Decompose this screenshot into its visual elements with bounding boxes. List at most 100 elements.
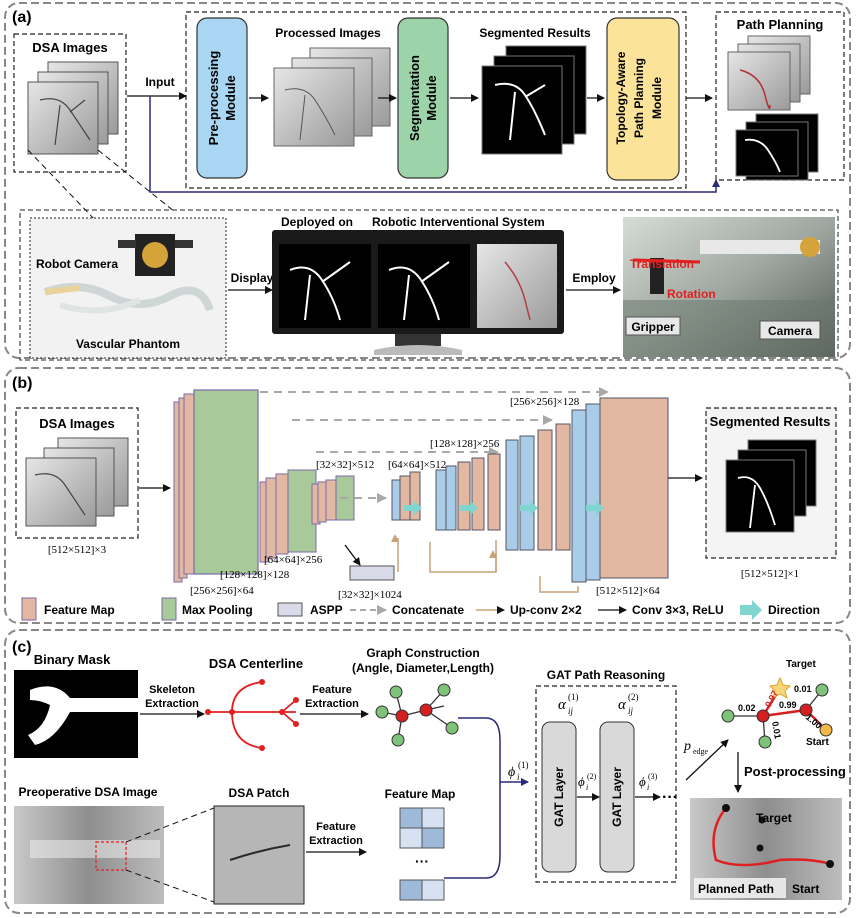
processed-images-title: Processed Images	[275, 26, 381, 40]
gripper-label: Gripper	[631, 320, 675, 334]
legend-aspp-swatch	[277, 602, 303, 617]
feature-extraction1-line2: Extraction	[305, 698, 359, 710]
unet-encoder	[173, 389, 355, 583]
phi-1-sub: i	[517, 772, 520, 782]
segmentation-module	[397, 17, 449, 179]
dim-128-256: [128×128]×256	[430, 438, 500, 450]
graph-construction-line2: (Angle, Diameter,Length)	[352, 661, 494, 675]
direction-arrows	[404, 501, 604, 515]
deployed-on-label: Deployed on	[281, 215, 353, 229]
target-label-graph: Target	[786, 659, 816, 670]
legend-conv: Conv 3×3, ReLU	[632, 603, 724, 617]
dim-32-512: [32×32]×512	[316, 459, 374, 471]
skip-arrow	[149, 96, 720, 193]
dsa-images-title: DSA Images	[32, 40, 107, 55]
legend-feature-map: Feature Map	[44, 603, 115, 617]
path-planning-title: Path Planning	[737, 17, 824, 32]
graph-illustration	[375, 683, 459, 747]
dim-32-1024: [32×32]×1024	[338, 589, 402, 601]
graph-construction-line1: Graph Construction	[366, 646, 479, 660]
preprocessing-module	[196, 17, 248, 179]
dsa-centerline-title: DSA Centerline	[209, 656, 303, 671]
legend-direction-swatch	[740, 600, 762, 620]
pipeline-box	[185, 11, 687, 189]
edge-weight-5: 0.01	[770, 721, 783, 740]
edge-weight-1: 0.02	[738, 703, 756, 713]
vascular-phantom-illustration	[43, 282, 214, 314]
panel-b-label: (b)	[12, 375, 32, 392]
preprocessing-line2: Module	[223, 75, 238, 121]
dsa-images-title-b: DSA Images	[39, 416, 114, 431]
legend: Feature Map Max Pooling ASPP Concatenate…	[21, 597, 820, 621]
panel-c-label: (c)	[12, 639, 32, 656]
target-label-image: Target	[756, 811, 792, 825]
edge-weight-3: 0.01	[794, 684, 812, 694]
binary-mask-title: Binary Mask	[34, 652, 111, 667]
processed-image-stack	[273, 47, 391, 147]
panel-c: (c) Binary Mask Skeleton Extraction DSA …	[4, 629, 851, 914]
alpha-1-symbol: α	[558, 697, 567, 713]
panel-b: (b) DSA Images [512×512]×3 [64×64]×256	[4, 367, 851, 624]
gat-layer-1	[541, 721, 577, 873]
dim-256-128: [256×256]×128	[510, 396, 580, 408]
phi-2-symbol: ϕ	[578, 774, 585, 789]
dsa-images-box-b	[15, 407, 139, 539]
alpha-2-sub: ij	[628, 706, 634, 716]
start-label-image: Start	[792, 882, 819, 896]
dsa-images-box	[13, 33, 127, 173]
phi-3-sub: i	[647, 783, 649, 792]
employ-label: Employ	[572, 271, 616, 285]
display-label: Display	[231, 271, 274, 285]
edge-weight-4: 0.99	[779, 700, 797, 710]
legend-feature-map-swatch	[21, 597, 37, 621]
camera-label: Camera	[768, 324, 812, 338]
legend-aspp: ASPP	[310, 603, 343, 617]
skeleton-line1: Skeleton	[149, 684, 195, 696]
dsa-patch-image	[213, 805, 305, 905]
panel-a-label: (a)	[12, 9, 32, 26]
phi-3-sup: (3)	[648, 772, 658, 781]
binary-mask-image	[14, 670, 140, 758]
vascular-phantom-label: Vascular Phantom	[76, 337, 180, 351]
planned-path-label: Planned Path	[698, 882, 774, 896]
segmentation-line2: Module	[424, 75, 439, 121]
monitor	[272, 230, 564, 355]
dim-64-256: [64×64]×256	[264, 554, 323, 566]
skeleton-line2: Extraction	[145, 698, 199, 710]
phi-3-symbol: ϕ	[639, 774, 646, 789]
segmented-image-stack-b	[725, 439, 817, 533]
ellipsis-label: ···	[662, 789, 678, 806]
centerline-graphic	[205, 679, 299, 751]
robotic-system-label: Robotic Interventional System	[372, 215, 545, 229]
topology-line2: Path Planning	[632, 58, 646, 138]
feature-map-title-c: Feature Map	[385, 787, 456, 801]
topology-line3: Module	[650, 77, 664, 119]
segmented-image-stack	[481, 45, 587, 155]
start-label-graph: Start	[806, 737, 829, 748]
dsa-image-stack-b	[25, 437, 129, 527]
input-label: Input	[145, 75, 174, 89]
input-dim: [512×512]×3	[48, 544, 107, 556]
alpha-1-sub: ij	[568, 706, 574, 716]
deployment-box	[19, 209, 839, 361]
feature-map-grid: ···	[399, 807, 445, 901]
legend-max-pooling-swatch	[161, 597, 177, 621]
topology-module	[606, 17, 680, 181]
dim-64-512: [64×64]×512	[388, 459, 446, 471]
legend-upconv: Up-conv 2×2	[510, 603, 582, 617]
segmented-results-title-b: Segmented Results	[710, 414, 831, 429]
phi-1-symbol: ϕ	[508, 765, 515, 780]
preop-image-title: Preoperative DSA Image	[19, 785, 158, 799]
robot-camera-label: Robot Camera	[36, 257, 118, 271]
panel-a: (a) DSA Images Input Pre-processing Modu…	[4, 2, 851, 361]
alpha-2-sup: (2)	[628, 692, 639, 702]
phi-1-sup: (1)	[518, 760, 529, 770]
translation-label: Translation	[630, 257, 694, 271]
feature-extraction1-line1: Feature	[312, 684, 352, 696]
dsa-image-stack	[27, 61, 119, 155]
gat-layer-2	[599, 721, 635, 873]
p-edge-sub: edge	[693, 747, 709, 756]
aspp-block	[349, 565, 395, 581]
dsa-patch-title: DSA Patch	[229, 786, 290, 800]
